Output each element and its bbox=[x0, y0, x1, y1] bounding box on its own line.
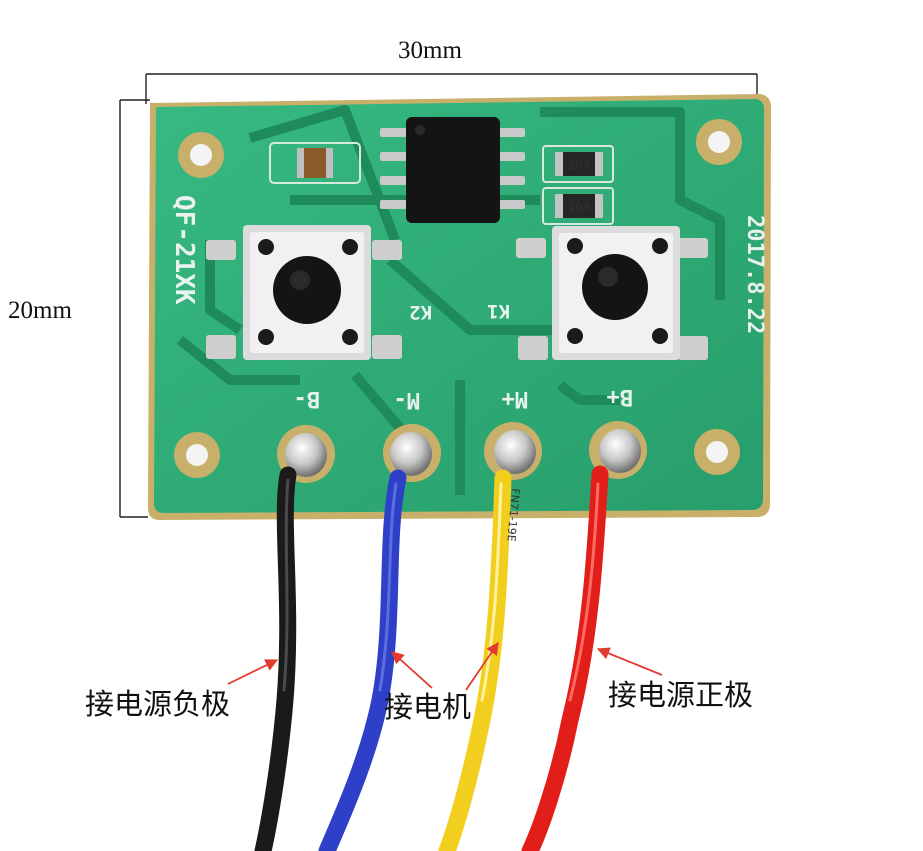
yellow-wire-print: FN71-19E bbox=[504, 488, 522, 542]
label-power-positive: 接电源正极 bbox=[608, 678, 754, 712]
resistor-marking-2: 103 bbox=[569, 201, 590, 214]
label-power-negative: 接电源负极 bbox=[85, 687, 231, 721]
wires: FN71-19E bbox=[254, 465, 609, 851]
width-dimension-label: 30mm bbox=[398, 37, 462, 64]
pad-label-m-minus: M- bbox=[394, 387, 421, 412]
pad-label-b-minus: B- bbox=[294, 386, 321, 411]
ic-chip bbox=[380, 117, 525, 223]
width-dimension-line bbox=[145, 73, 758, 104]
wire-red bbox=[521, 465, 609, 851]
tactile-button-k1 bbox=[516, 226, 708, 360]
height-dimension-line bbox=[119, 99, 150, 518]
solder-pads bbox=[277, 421, 647, 483]
height-dimension-label: 20mm bbox=[8, 297, 72, 324]
pad-label-b-plus: B+ bbox=[607, 384, 634, 409]
button-label-k2: K2 bbox=[409, 301, 432, 323]
button-label-k1: K1 bbox=[487, 300, 510, 322]
smd-resistors: 103 103 bbox=[542, 145, 614, 225]
mounting-holes bbox=[174, 119, 742, 478]
wire-blue bbox=[318, 469, 407, 851]
smd-capacitor bbox=[269, 142, 361, 184]
wire-yellow bbox=[438, 469, 512, 851]
resistor-marking-1: 103 bbox=[569, 159, 590, 172]
date-marking: 2017.8.22 bbox=[742, 215, 767, 334]
pcb-board: 103 103 bbox=[148, 94, 771, 520]
annotation-arrows bbox=[227, 641, 663, 691]
label-motor: 接电机 bbox=[384, 690, 472, 724]
pad-label-m-plus: M+ bbox=[502, 386, 529, 411]
model-marking: QF-21XK bbox=[169, 195, 199, 305]
tactile-button-k2 bbox=[206, 225, 402, 360]
